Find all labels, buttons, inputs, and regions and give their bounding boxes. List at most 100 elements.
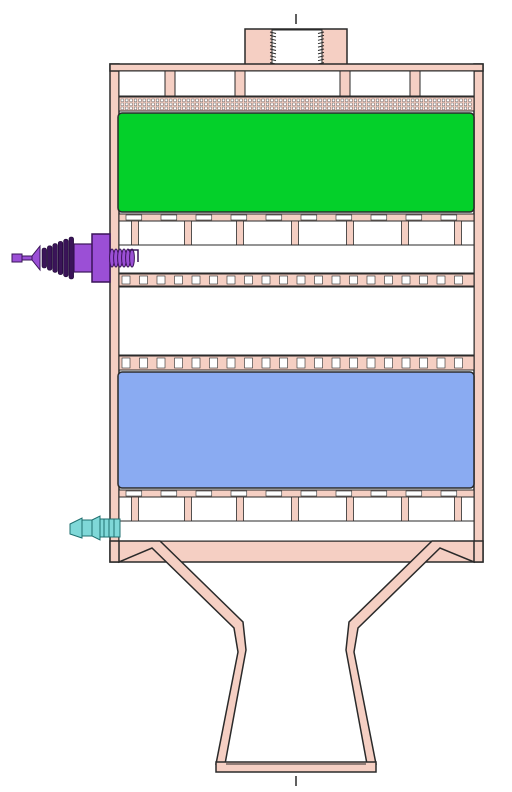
mesh-hole bbox=[173, 102, 177, 106]
mesh-hole bbox=[147, 106, 151, 110]
mesh-hole bbox=[464, 106, 468, 110]
grid-slot bbox=[191, 357, 201, 369]
mesh-hole bbox=[428, 98, 432, 102]
mesh-hole bbox=[442, 102, 446, 106]
mesh-hole bbox=[301, 98, 305, 102]
mesh-hole bbox=[327, 102, 331, 106]
grid-slot bbox=[230, 490, 248, 497]
mesh-hole bbox=[371, 98, 375, 102]
grid-slot bbox=[349, 357, 358, 369]
grid-slot bbox=[121, 275, 131, 285]
mesh-hole bbox=[266, 98, 270, 102]
grid-slot bbox=[314, 275, 323, 285]
mesh-hole bbox=[380, 98, 384, 102]
grid-slot bbox=[121, 357, 131, 369]
mesh-hole bbox=[323, 98, 327, 102]
mesh-hole bbox=[133, 106, 137, 110]
mesh-hole bbox=[270, 102, 274, 106]
mesh-hole bbox=[279, 98, 283, 102]
mesh-hole bbox=[230, 102, 234, 106]
grid-slot bbox=[335, 214, 353, 221]
mesh-hole bbox=[371, 102, 375, 106]
thread-mark bbox=[317, 55, 325, 58]
mesh-hole bbox=[367, 102, 371, 106]
grid-slot bbox=[440, 214, 458, 221]
thread-mark bbox=[317, 38, 325, 41]
spark-plug-rib bbox=[57, 241, 64, 275]
mesh-hole bbox=[384, 106, 388, 110]
mesh-hole bbox=[142, 106, 146, 110]
mesh-hole bbox=[402, 106, 406, 110]
top-band-post bbox=[234, 70, 246, 97]
mesh-hole bbox=[336, 98, 340, 102]
mesh-hole bbox=[464, 102, 468, 106]
mesh-hole bbox=[301, 106, 305, 110]
mesh-hole bbox=[217, 98, 221, 102]
mesh-hole bbox=[226, 98, 230, 102]
mesh-hole bbox=[296, 98, 300, 102]
mesh-hole bbox=[354, 98, 358, 102]
grid-post bbox=[236, 496, 244, 522]
mesh-hole bbox=[455, 102, 459, 106]
mesh-hole bbox=[345, 98, 349, 102]
support-grid-upper bbox=[118, 213, 475, 246]
mesh-hole bbox=[296, 106, 300, 110]
mesh-hole bbox=[217, 102, 221, 106]
top-band-post bbox=[164, 70, 176, 97]
mesh-hole bbox=[155, 98, 159, 102]
chamber-middle bbox=[118, 286, 475, 356]
mesh-hole bbox=[327, 106, 331, 110]
mesh-hole bbox=[398, 106, 402, 110]
mesh-hole bbox=[133, 98, 137, 102]
mesh-hole bbox=[213, 102, 217, 106]
mesh-hole bbox=[310, 102, 314, 106]
mesh-hole bbox=[305, 106, 309, 110]
mesh-hole bbox=[230, 98, 234, 102]
mesh-hole bbox=[314, 102, 318, 106]
mesh-hole bbox=[415, 106, 419, 110]
grid-slot bbox=[300, 490, 318, 497]
grid-post bbox=[454, 220, 462, 246]
mesh-hole bbox=[415, 98, 419, 102]
mesh-hole bbox=[437, 106, 441, 110]
mesh-hole bbox=[455, 106, 459, 110]
grid-slot bbox=[191, 275, 201, 285]
mesh-hole bbox=[380, 106, 384, 110]
grid-slot bbox=[209, 357, 218, 369]
thread-mark bbox=[317, 58, 325, 62]
grid-slot bbox=[454, 275, 463, 285]
mesh-hole bbox=[332, 106, 336, 110]
mesh-hole bbox=[371, 106, 375, 110]
mesh-hole bbox=[239, 102, 243, 106]
mesh-hole bbox=[468, 98, 472, 102]
mesh-hole bbox=[230, 106, 234, 110]
thread-mark bbox=[317, 48, 325, 51]
mesh-hole bbox=[125, 98, 129, 102]
mesh-hole bbox=[393, 98, 397, 102]
mesh-hole bbox=[283, 106, 287, 110]
grid-slot bbox=[384, 275, 393, 285]
mesh-hole bbox=[120, 106, 124, 110]
mesh-hole bbox=[155, 102, 159, 106]
mesh-hole bbox=[155, 106, 159, 110]
grid-slot bbox=[401, 275, 411, 285]
mesh-hole bbox=[327, 98, 331, 102]
mesh-hole bbox=[199, 102, 203, 106]
mesh-hole bbox=[195, 102, 199, 106]
mesh-hole bbox=[296, 102, 300, 106]
thread-mark bbox=[317, 34, 325, 38]
mesh-hole bbox=[169, 98, 173, 102]
mesh-plate bbox=[118, 96, 475, 112]
mesh-hole bbox=[415, 102, 419, 106]
mesh-hole bbox=[459, 98, 463, 102]
mesh-hole bbox=[243, 106, 247, 110]
grid-slot bbox=[296, 275, 306, 285]
mesh-hole bbox=[257, 106, 261, 110]
mesh-hole bbox=[446, 98, 450, 102]
grid-post bbox=[291, 496, 299, 522]
mesh-hole bbox=[424, 106, 428, 110]
grid-post bbox=[236, 220, 244, 246]
mesh-hole bbox=[310, 106, 314, 110]
mesh-hole bbox=[349, 106, 353, 110]
